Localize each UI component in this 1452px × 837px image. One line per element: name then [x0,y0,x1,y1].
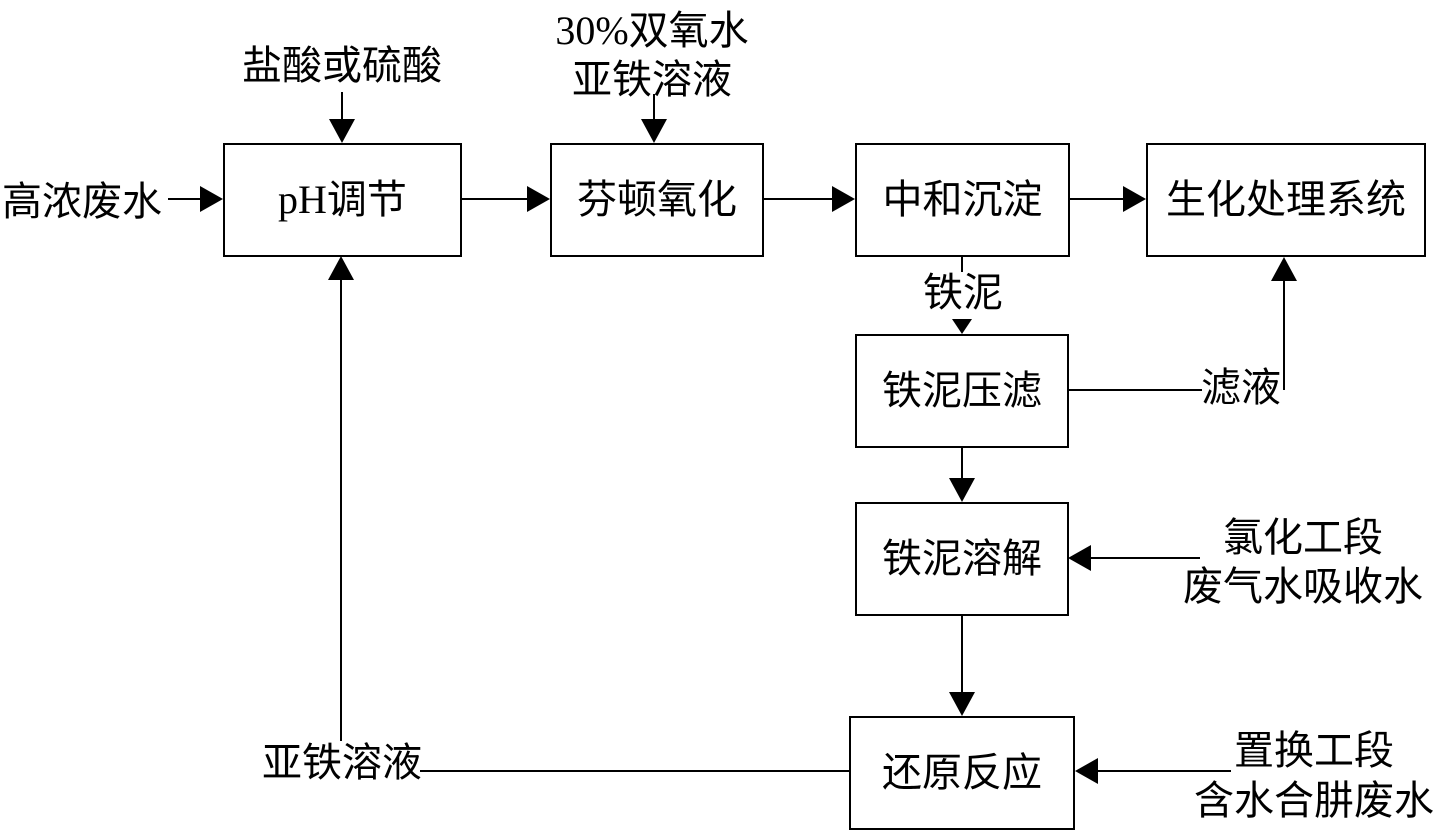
node-iron-sludge-press-label: 铁泥压滤 [882,368,1042,413]
node-neutralization-sedimentation-label: 中和沉淀 [882,177,1043,222]
edge-press-to-filtrate-line [1068,389,1202,391]
edge-dissolution-to-reduction-line [961,616,963,694]
label-displacement-hydrazine-wastewater: 置换工段 含水合肼废水 [1181,726,1447,826]
node-iron-sludge-dissolution-label: 铁泥溶解 [882,536,1042,581]
arrowhead-into-fenton [527,186,550,212]
label-iron-sludge: 铁泥 [923,270,1003,315]
label-filtrate: 滤液 [1201,365,1281,410]
label-peroxide-line2: 亚铁溶液 [572,57,732,102]
arrowhead-into-neutralization [832,186,855,212]
edge-neutralization-to-biochemical-line [1070,198,1126,200]
node-iron-sludge-press: 铁泥压滤 [855,334,1069,448]
edge-ferrous-to-ph-line [340,278,342,741]
edge-chlorination-to-dissolution-line [1090,557,1200,559]
arrowhead-displacement-into-reduction [1075,758,1098,784]
arrowhead-chlorination-into-dissolution [1068,545,1091,571]
node-reduction-reaction: 还原反应 [849,716,1075,830]
arrowhead-acid-into-ph [329,119,355,143]
edge-fenton-to-neutralization-line [764,198,835,200]
edge-press-to-dissolution-line [961,448,963,481]
arrowhead-into-biochemical [1123,186,1146,212]
node-neutralization-sedimentation: 中和沉淀 [855,143,1070,257]
node-biochemical-system-label: 生化处理系统 [1166,177,1406,222]
label-chlorination-line2: 废气水吸收水 [1183,564,1423,609]
edge-filtrate-to-biochemical-line [1283,278,1285,390]
label-high-conc-wastewater: 高浓废水 [2,179,162,224]
node-biochemical-system: 生化处理系统 [1146,143,1426,257]
label-peroxide-line1: 30%双氧水 [555,8,749,53]
edge-acid-to-ph-line [341,92,343,122]
label-ferrous-solution: 亚铁溶液 [262,740,422,785]
label-chlorination-line1: 氯化工段 [1223,515,1383,560]
arrowhead-sludge-into-press [952,319,972,334]
node-iron-sludge-dissolution: 铁泥溶解 [855,502,1069,616]
arrowhead-filtrate-into-biochemical [1271,257,1297,281]
edge-neutralization-to-sludge-line [961,257,963,272]
edge-ph-to-fenton-line [462,198,530,200]
node-reduction-reaction-label: 还原反应 [882,750,1042,795]
edge-influent-to-ph-line [168,198,204,200]
label-chlorination-absorption-water: 氯化工段 废气水吸收水 [1163,513,1443,611]
arrowhead-into-ph-adjust [200,186,223,212]
node-ph-adjust-label: pH调节 [278,177,407,222]
label-displacement-line1: 置换工段 [1234,728,1394,773]
node-fenton-oxidation-label: 芬顿氧化 [577,177,737,222]
arrowhead-dissolution-into-reduction [949,692,975,716]
arrowhead-ferrous-into-ph [328,256,354,280]
label-acid-input: 盐酸或硫酸 [242,43,442,88]
label-peroxide-ferrous-input: 30%双氧水 亚铁溶液 [532,6,772,104]
arrowhead-peroxide-into-fenton [641,119,667,143]
node-fenton-oxidation: 芬顿氧化 [550,143,764,257]
edge-displacement-to-reduction-line [1097,770,1231,772]
label-displacement-line2: 含水合肼废水 [1194,778,1434,823]
edge-reduction-to-ferrous-line [420,770,851,772]
node-ph-adjust: pH调节 [223,143,462,257]
arrowhead-press-into-dissolution [949,478,975,502]
edge-peroxide-to-fenton-line [653,94,655,122]
